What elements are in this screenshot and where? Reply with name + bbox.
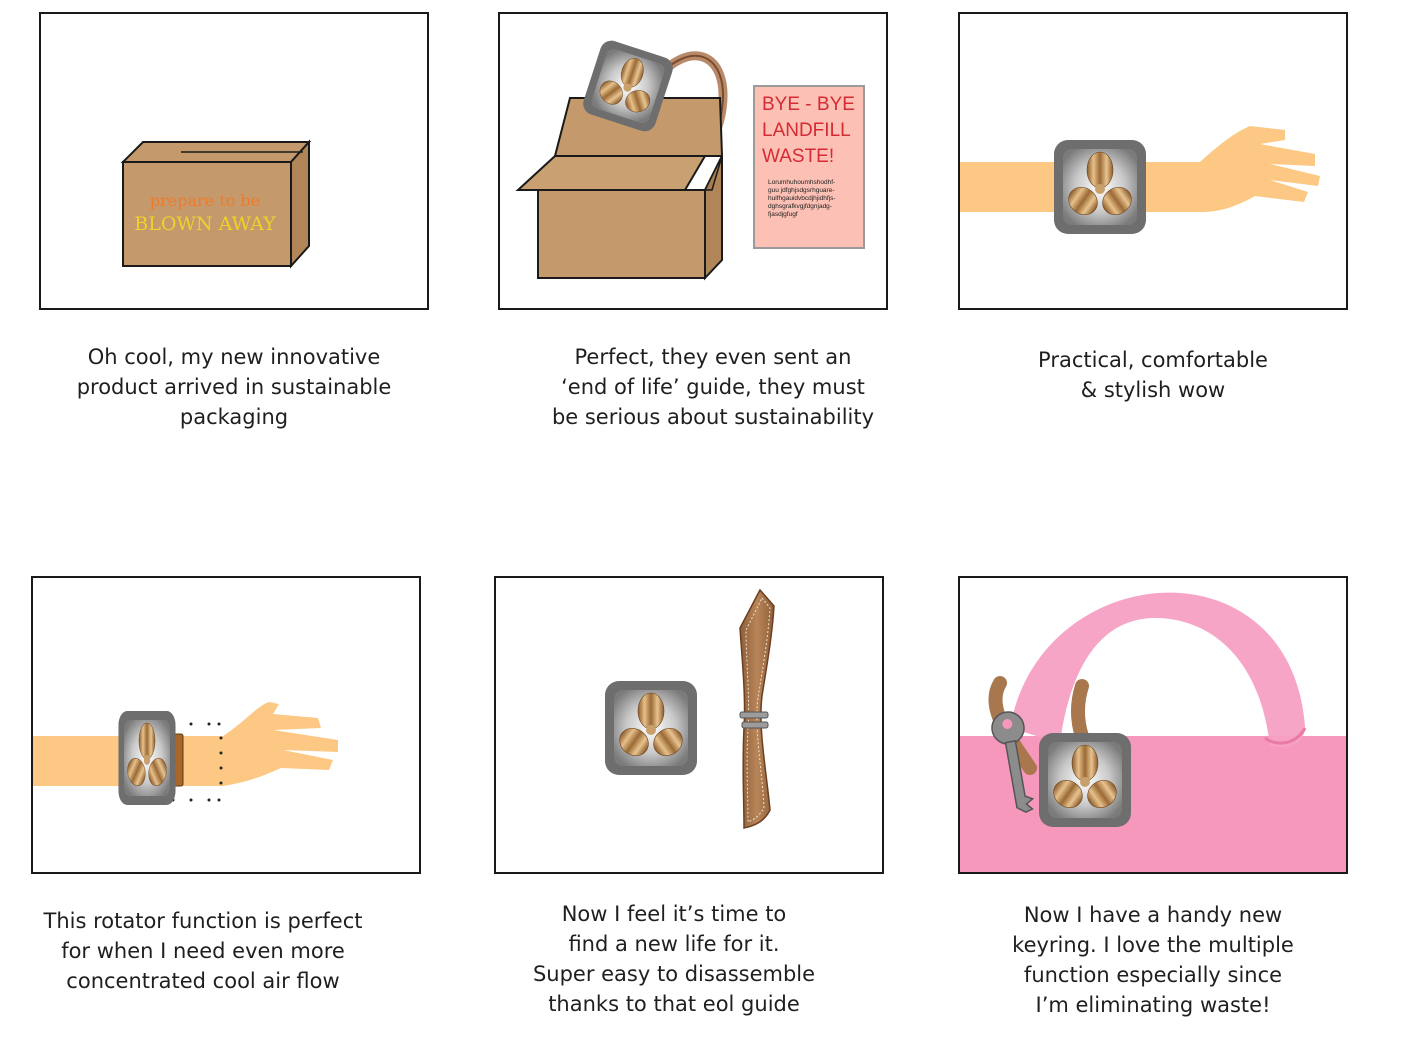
open-box-illustration: BYE - BYE LANDFILL WASTE! Lorumhuhoumhsh…	[515, 37, 865, 281]
guide-body-line-2: guu jdfghjsdgsrhguare-	[768, 187, 835, 194]
fan-device-icon	[604, 680, 698, 776]
guide-body-line-3: huifhgauidvbcdjhjidhfjs-	[768, 195, 836, 202]
panel-4-rotator	[31, 576, 421, 874]
panel-2-caption: Perfect, they even sent an ‘end of life’…	[551, 345, 875, 429]
panel-2-eol-guide: BYE - BYE LANDFILL WASTE! Lorumhuhoumhsh…	[498, 12, 888, 310]
guide-title-line-1: BYE - BYE	[762, 94, 855, 115]
panel-3-caption: Practical, comfortable & stylish wow	[1038, 348, 1268, 402]
guide-title-line-3: WASTE!	[762, 146, 834, 167]
arm-with-device-illustration	[960, 126, 1320, 235]
panel-3-wearing	[958, 12, 1348, 310]
key-icon	[991, 711, 1035, 814]
guide-body-line-1: Lorumhuhoumhshodhf-	[768, 179, 835, 186]
panel-1-package-arrives: prepare to be BLOWN AWAY	[39, 12, 429, 310]
box-text-blown-away: BLOWN AWAY	[134, 213, 276, 235]
panel-4-caption: This rotator function is perfect for whe…	[43, 909, 363, 993]
box-text-prepare: prepare to be	[150, 191, 260, 210]
panel-5-disassemble	[494, 576, 884, 874]
bag-keyring-illustration	[960, 592, 1346, 872]
strap-icon	[739, 588, 775, 829]
eol-guide-card	[753, 85, 865, 249]
panel-6-keyring	[958, 576, 1348, 874]
fan-device-icon	[1038, 732, 1132, 828]
cardboard-box-illustration: prepare to be BLOWN AWAY	[120, 139, 312, 269]
guide-body-line-4: dghsgrafkvgjfdgnjadg-	[768, 203, 832, 210]
guide-title-line-2: LANDFILL	[762, 120, 851, 141]
fan-device-icon	[117, 710, 177, 806]
bag-handle	[1010, 592, 1305, 748]
fan-device-icon	[1053, 139, 1147, 235]
panel-5-caption: Now I feel it’s time to find a new life …	[532, 902, 816, 1016]
arm-rotated-device-illustration	[33, 702, 338, 806]
panel-6-caption: Now I have a handy new keyring. I love t…	[1012, 903, 1294, 1017]
guide-body-line-5: fjasdjgfugf	[768, 211, 798, 218]
panel-1-caption: Oh cool, my new innovative product arriv…	[76, 345, 392, 429]
disassembled-parts-illustration	[604, 588, 775, 829]
